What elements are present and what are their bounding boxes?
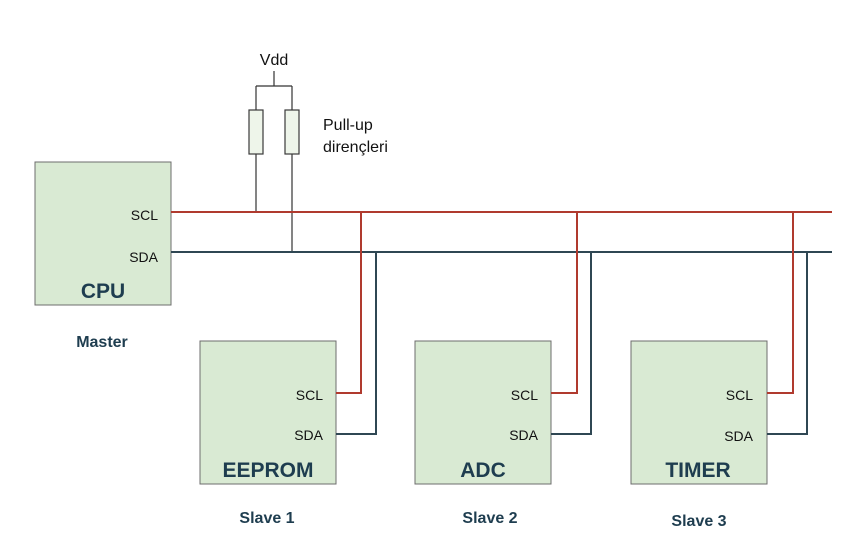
pull-up-wiring <box>255 71 293 252</box>
timer-sda-label: SDA <box>724 428 753 444</box>
eeprom-sda-wire <box>336 252 377 435</box>
slave-3-role-label: Slave 3 <box>671 513 726 530</box>
pull-up-resistor-sda <box>284 109 300 155</box>
eeprom-name: EEPROM <box>222 459 313 482</box>
slave-1-eeprom-box <box>199 340 337 485</box>
adc-sda-wire <box>551 252 592 435</box>
timer-name: TIMER <box>665 459 730 482</box>
eeprom-scl-label: SCL <box>296 387 323 403</box>
eeprom-sda-label: SDA <box>294 427 323 443</box>
slave-3-timer-box <box>630 340 768 485</box>
timer-scl-label: SCL <box>726 387 753 403</box>
pull-up-label-line-1: Pull-up <box>323 117 373 134</box>
pull-up-label-line-2: dirençleri <box>323 139 388 156</box>
adc-sda-label: SDA <box>509 427 538 443</box>
timer-sda-wire <box>767 252 808 435</box>
adc-scl-label: SCL <box>511 387 538 403</box>
eeprom-scl-wire <box>336 212 362 394</box>
slave-2-adc-box <box>414 340 552 485</box>
vdd-label: Vdd <box>260 52 288 69</box>
master-role-label: Master <box>76 334 128 351</box>
slave-1-role-label: Slave 1 <box>239 510 294 527</box>
slave-2-role-label: Slave 2 <box>462 510 517 527</box>
pull-up-resistor-scl <box>248 109 264 155</box>
adc-name: ADC <box>460 459 506 482</box>
timer-scl-wire <box>767 212 794 394</box>
adc-scl-wire <box>551 212 578 394</box>
cpu-name: CPU <box>81 280 125 303</box>
cpu-sda-label: SDA <box>129 249 158 265</box>
master-cpu-box <box>34 161 172 306</box>
cpu-scl-label: SCL <box>131 207 158 223</box>
